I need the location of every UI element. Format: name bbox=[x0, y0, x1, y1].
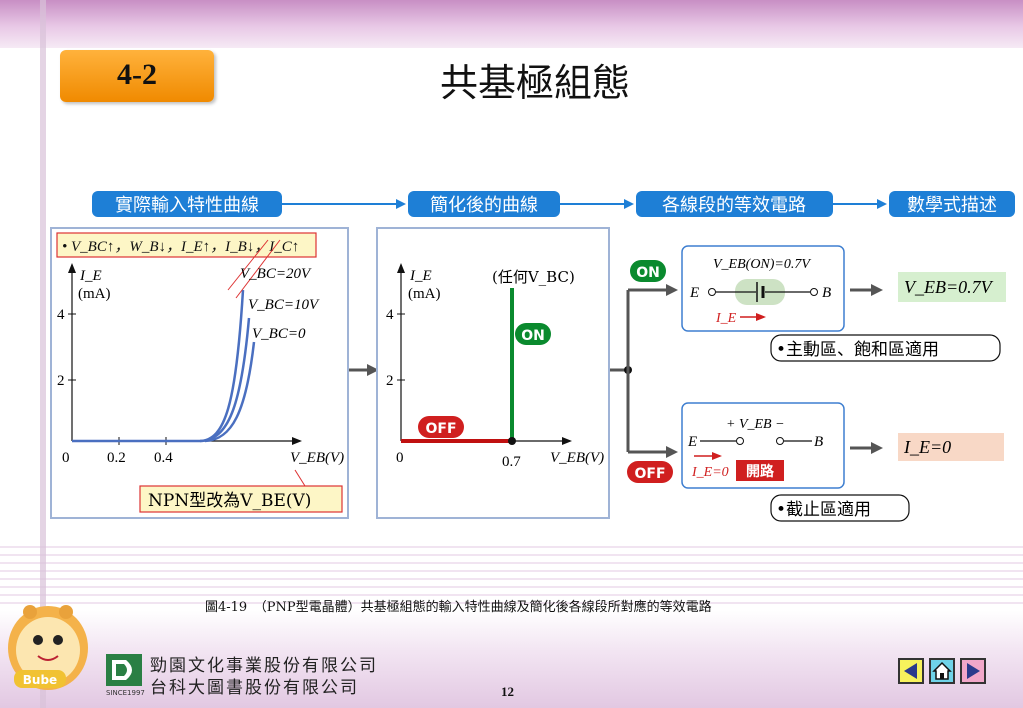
section-number: 4-2 bbox=[117, 58, 157, 91]
on-region: •主動區、飽和區適用 bbox=[776, 340, 939, 360]
curve-label-10v: V_BC=10V bbox=[248, 297, 320, 313]
off-voltage: + V_EB − bbox=[726, 417, 785, 432]
off-result: I_E=0 bbox=[903, 437, 951, 457]
flow-step-2-label: 簡化後的曲線 bbox=[430, 195, 538, 216]
decorative-vertical-line bbox=[40, 0, 46, 708]
flow-step-3-label: 各線段的等效電路 bbox=[662, 195, 806, 216]
panel2-x-tick-07: 0.7 bbox=[502, 454, 521, 470]
open-circuit-text: 開路 bbox=[746, 463, 775, 480]
on-node-e: E bbox=[689, 285, 699, 301]
panel2-off-tag bbox=[418, 416, 464, 438]
panel2-on-text: ON bbox=[521, 328, 545, 344]
off-region: •截止區適用 bbox=[776, 500, 871, 520]
panel1-y-tick-2: 2 bbox=[57, 373, 65, 389]
on-region-box bbox=[770, 334, 1001, 362]
mascot-icon: Bube bbox=[8, 605, 88, 690]
on-result: V_EB=0.7V bbox=[904, 277, 994, 297]
panel2-x-label: V_EB(V) bbox=[550, 450, 604, 466]
panel2-on-tag bbox=[515, 323, 551, 345]
panel1-note: • V_BC↑，W_B↓，I_E↑，I_B↓，I_C↑ bbox=[62, 239, 299, 255]
on-tag bbox=[630, 260, 666, 282]
panel2-y-tick-4: 4 bbox=[386, 307, 394, 323]
panel2-x-tick-0: 0 bbox=[396, 450, 404, 466]
section-badge: 4-2 bbox=[60, 50, 214, 102]
prev-arrow-icon bbox=[904, 663, 917, 679]
company-logo-icon bbox=[106, 654, 142, 686]
off-region-box bbox=[770, 494, 910, 522]
panel1-note-box bbox=[56, 232, 317, 258]
mascot-label: Bube bbox=[23, 673, 57, 687]
on-current: I_E bbox=[715, 311, 737, 326]
flow-header: 實際輸入特性曲線 簡化後的曲線 各線段的等效電路 數學式描述 bbox=[92, 191, 1015, 217]
on-tag-text: ON bbox=[636, 265, 660, 281]
curve-label-20v: V_BC=20V bbox=[240, 266, 312, 282]
curve-label-0: V_BC=0 bbox=[252, 326, 306, 342]
panel-simplified-curve: I_E (mA) 4 2 0 0.7 V_EB(V) (任何V_BC) ON O… bbox=[376, 227, 610, 519]
flow-step-3 bbox=[636, 191, 833, 217]
panel2-y-label: I_E bbox=[409, 268, 432, 284]
home-button[interactable] bbox=[929, 658, 955, 684]
off-result-box bbox=[898, 433, 1004, 461]
open-circuit-tag bbox=[736, 460, 784, 481]
figure-caption: 圖4-19 （PNP型電晶體）共基極組態的輸入特性曲線及簡化後各線段所對應的等效… bbox=[205, 600, 712, 615]
panel1-y-unit: (mA) bbox=[78, 286, 111, 302]
on-voltage: V_EB(ON)=0.7V bbox=[713, 257, 811, 272]
off-tag bbox=[627, 461, 673, 483]
publisher-line-1: 勁園文化事業股份有限公司 bbox=[150, 656, 378, 676]
footer-band bbox=[0, 610, 1023, 708]
off-tag-text: OFF bbox=[634, 466, 665, 482]
flow-step-2 bbox=[408, 191, 560, 217]
slide-title: 共基極組態 bbox=[440, 61, 631, 105]
panel1-x-tick-0: 0 bbox=[62, 450, 70, 466]
flow-step-1-label: 實際輸入特性曲線 bbox=[115, 195, 259, 216]
flow-step-4 bbox=[889, 191, 1015, 217]
off-node-b: B bbox=[814, 434, 823, 450]
panel1-x-label: V_EB(V) bbox=[290, 450, 344, 466]
curve-vbc-0 bbox=[204, 341, 256, 443]
panel1-x-tick-02: 0.2 bbox=[107, 450, 126, 466]
next-arrow-icon bbox=[967, 663, 980, 679]
panel1-y-tick-4: 4 bbox=[57, 307, 65, 323]
flow-step-1 bbox=[92, 191, 282, 217]
npn-note: NPN型改為V_BE(V) bbox=[148, 491, 311, 511]
panel1-x-tick-04: 0.4 bbox=[154, 450, 173, 466]
panel2-any-vbc: (任何V_BC) bbox=[492, 268, 575, 286]
publisher-name: 勁園文化事業股份有限公司 台科大圖書股份有限公司 bbox=[150, 655, 378, 699]
publisher-since: SINCE1997 bbox=[106, 689, 145, 697]
circuit-on-box: V_EB(ON)=0.7V E B I_E bbox=[681, 245, 845, 332]
npn-note-box bbox=[139, 485, 343, 513]
page-number: 12 bbox=[501, 684, 514, 699]
next-slide-button[interactable] bbox=[960, 658, 986, 684]
off-node-e: E bbox=[687, 434, 697, 450]
branch-connector bbox=[610, 284, 678, 458]
panel2-y-unit: (mA) bbox=[408, 286, 441, 302]
curve-vbc-10v bbox=[199, 317, 251, 443]
flow-step-4-label: 數學式描述 bbox=[907, 195, 997, 216]
panel-actual-curve: • V_BC↑，W_B↓，I_E↑，I_B↓，I_C↑ I_E (mA) 4 2… bbox=[50, 227, 349, 519]
on-result-box bbox=[898, 272, 1006, 302]
panel2-y-tick-2: 2 bbox=[386, 373, 394, 389]
prev-slide-button[interactable] bbox=[898, 658, 924, 684]
publisher-line-2: 台科大圖書股份有限公司 bbox=[150, 678, 359, 698]
home-icon bbox=[932, 661, 952, 680]
panel1-y-label: I_E bbox=[79, 268, 102, 284]
circuit-off-box: + V_EB − E B I_E=0 開路 bbox=[681, 402, 845, 489]
panel2-off-text: OFF bbox=[425, 421, 456, 437]
off-current: I_E=0 bbox=[691, 465, 729, 480]
on-node-b: B bbox=[822, 285, 831, 301]
header-band bbox=[0, 0, 1023, 48]
